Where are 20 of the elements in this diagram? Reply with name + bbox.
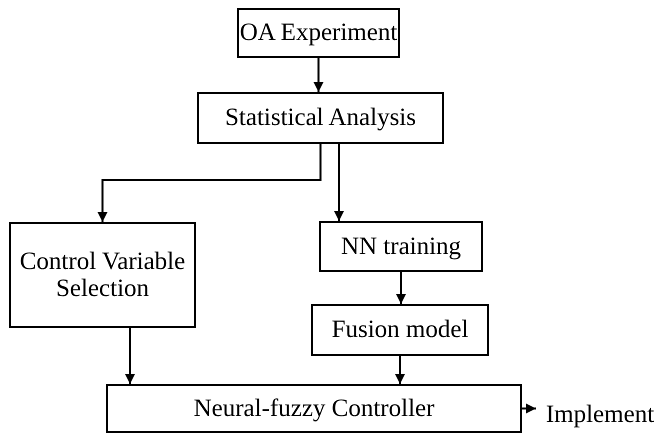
arrow [522,404,536,414]
arrow [125,328,135,384]
box-label: NN training [340,232,462,260]
arrow [98,144,322,222]
process-box [311,304,489,356]
process-box [319,221,483,272]
box-label: OA Experiment [240,19,398,47]
arrow [395,356,405,384]
node-label: Implement [540,395,660,435]
arrow [314,58,324,92]
box-label: Neural-fuzzy Controller [194,394,434,422]
arrow [334,144,344,221]
box-label: Statistical Analysis [225,104,416,132]
process-box [106,384,522,433]
process-box [237,8,400,58]
arrow [396,272,406,304]
process-box [9,222,196,328]
box-label: Control Variable Selection [18,248,186,302]
box-label: Fusion model [332,316,468,344]
process-box [197,92,444,144]
